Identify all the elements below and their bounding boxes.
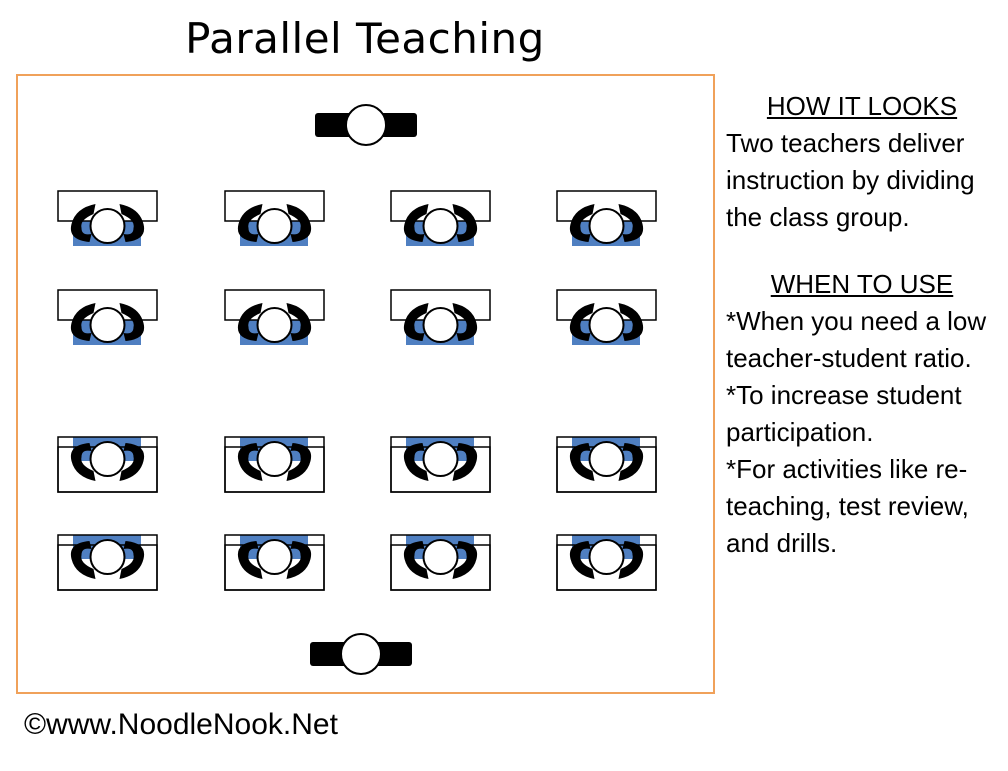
when-line: teaching, test review, bbox=[726, 491, 969, 521]
student-desk bbox=[224, 190, 325, 246]
student-arm-left bbox=[237, 443, 263, 481]
student-arm-right bbox=[119, 303, 145, 341]
student-arm-left bbox=[569, 541, 595, 579]
student-head bbox=[256, 307, 293, 343]
student-arm-left bbox=[403, 443, 429, 481]
teacher-figure bbox=[315, 104, 417, 146]
student-arm-left bbox=[70, 443, 96, 481]
student-head bbox=[588, 208, 625, 244]
copyright-footer: ©www.NoodleNook.Net bbox=[24, 708, 338, 741]
student-arm-left bbox=[237, 541, 263, 579]
student-head bbox=[588, 539, 625, 575]
student-desk bbox=[390, 436, 491, 493]
when-line: and drills. bbox=[726, 528, 838, 558]
when-line: *To increase student bbox=[726, 380, 962, 410]
student-head bbox=[89, 539, 126, 575]
student-arm-right bbox=[286, 443, 312, 481]
teacher-head bbox=[345, 104, 387, 146]
student-desk bbox=[556, 289, 657, 345]
student-head bbox=[89, 307, 126, 343]
student-desk bbox=[390, 190, 491, 246]
how-line: Two teachers deliver bbox=[726, 128, 965, 158]
student-arm-left bbox=[70, 204, 96, 242]
student-desk bbox=[57, 534, 158, 591]
student-head bbox=[89, 208, 126, 244]
student-arm-right bbox=[286, 303, 312, 341]
student-desk bbox=[556, 436, 657, 493]
diagram-title: Parallel Teaching bbox=[185, 14, 545, 63]
when-line: *When you need a low bbox=[726, 306, 987, 336]
student-arm-right bbox=[119, 541, 145, 579]
student-head bbox=[422, 208, 459, 244]
student-arm-left bbox=[569, 443, 595, 481]
student-arm-right bbox=[452, 303, 478, 341]
classroom-svg bbox=[57, 104, 657, 675]
student-arm-right bbox=[618, 303, 644, 341]
student-arm-right bbox=[286, 204, 312, 242]
when-line: *For activities like re- bbox=[726, 454, 968, 484]
student-desk bbox=[224, 436, 325, 493]
student-arm-left bbox=[70, 303, 96, 341]
student-head bbox=[256, 208, 293, 244]
student-arm-left bbox=[237, 204, 263, 242]
student-arm-left bbox=[70, 541, 96, 579]
when-line: participation. bbox=[726, 417, 874, 447]
how-line: the class group. bbox=[726, 202, 910, 232]
student-arm-left bbox=[403, 303, 429, 341]
student-desk bbox=[224, 289, 325, 345]
student-head bbox=[422, 441, 459, 477]
student-head bbox=[256, 441, 293, 477]
student-head bbox=[256, 539, 293, 575]
student-desk bbox=[390, 289, 491, 345]
student-arm-right bbox=[618, 204, 644, 242]
student-arm-left bbox=[569, 204, 595, 242]
how-heading: HOW IT LOOKS bbox=[766, 91, 958, 121]
student-head bbox=[422, 539, 459, 575]
student-arm-right bbox=[452, 204, 478, 242]
student-arm-right bbox=[286, 541, 312, 579]
student-arm-left bbox=[403, 541, 429, 579]
student-desk bbox=[556, 190, 657, 246]
student-head bbox=[588, 307, 625, 343]
student-arm-left bbox=[403, 204, 429, 242]
student-head bbox=[422, 307, 459, 343]
classroom-diagram bbox=[16, 74, 715, 694]
student-desk bbox=[556, 534, 657, 591]
student-head bbox=[588, 441, 625, 477]
student-desk bbox=[57, 289, 158, 345]
when-line: teacher-student ratio. bbox=[726, 343, 972, 373]
student-arm-left bbox=[569, 303, 595, 341]
student-desk bbox=[57, 190, 158, 246]
teacher-head bbox=[340, 633, 382, 675]
student-arm-right bbox=[618, 443, 644, 481]
info-panel: HOW IT LOOKS Two teachers deliver instru… bbox=[726, 88, 998, 562]
student-arm-right bbox=[618, 541, 644, 579]
student-desk bbox=[224, 534, 325, 591]
student-arm-left bbox=[237, 303, 263, 341]
student-arm-right bbox=[452, 443, 478, 481]
student-desk bbox=[57, 436, 158, 493]
when-heading: WHEN TO USE bbox=[770, 269, 954, 299]
student-head bbox=[89, 441, 126, 477]
student-arm-right bbox=[119, 443, 145, 481]
student-arm-right bbox=[119, 204, 145, 242]
teacher-figure bbox=[310, 633, 412, 675]
how-line: instruction by dividing bbox=[726, 165, 975, 195]
student-arm-right bbox=[452, 541, 478, 579]
student-desk bbox=[390, 534, 491, 591]
